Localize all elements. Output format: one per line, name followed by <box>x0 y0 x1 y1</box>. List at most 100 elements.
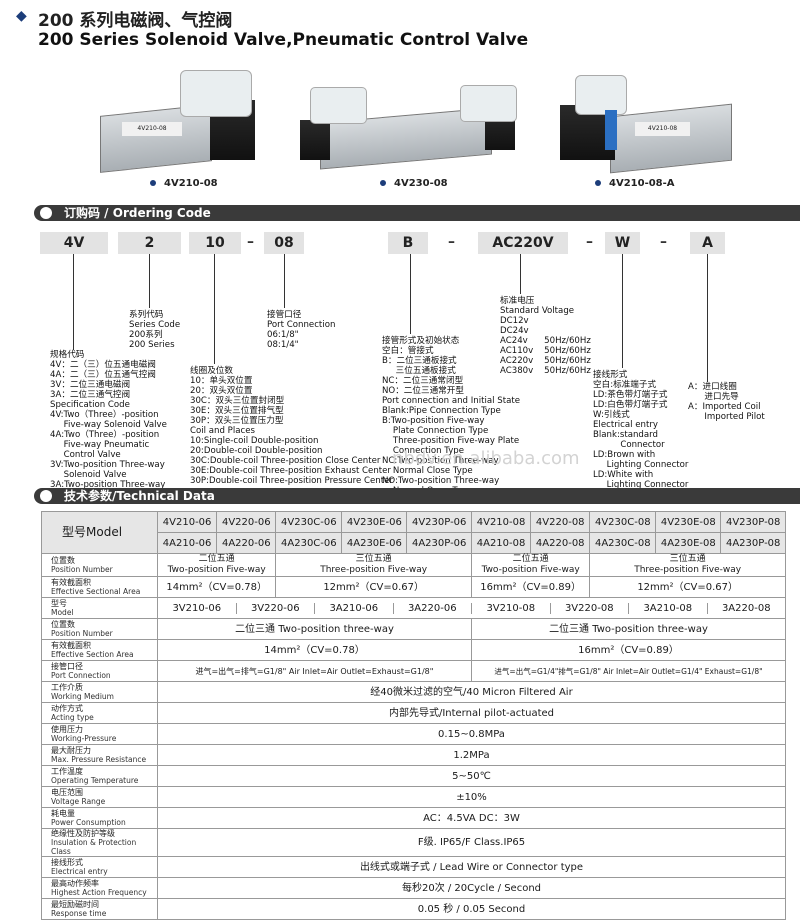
table-cell: 0.15~0.8MPa <box>157 723 786 745</box>
product-image-4v210-08: 4V210-08 <box>100 70 260 175</box>
code-box-coil: 10 <box>189 232 241 254</box>
code-box-wire: W <box>605 232 640 254</box>
table-cell: 4V230P-06 <box>406 511 472 533</box>
page-title-cn: 200 系列电磁阀、气控阀 <box>38 11 233 31</box>
table-cell: 14mm²（CV=0.78） <box>157 639 472 661</box>
table-cell: 4A230P-08 <box>720 532 786 554</box>
table-cell: 出线式或端子式 / Lead Wire or Connector type <box>157 856 786 878</box>
table-cell: 4A230P-06 <box>406 532 472 554</box>
table-cell: 二位三通 Two-position three-way <box>470 618 787 640</box>
model-3way-cell: 3A220-06 <box>394 602 472 614</box>
table-cell: 4V230E-06 <box>341 511 408 533</box>
table-cell: 16mm²（CV=0.89） <box>470 639 787 661</box>
code-box-pipe: B <box>388 232 428 254</box>
table-cell: 14mm²（CV=0.78） <box>156 576 277 598</box>
table-cell: 0.05 秒 / 0.05 Second <box>157 898 786 920</box>
ordering-code-header: 订购码 / Ordering Code <box>34 205 800 221</box>
note-specification-code: 规格代码 4V：二（三）位五通电磁阀 4A：二（三）位五通气控阀 3V：二位三通… <box>50 350 169 500</box>
product-caption-2: 4V230-08 <box>380 178 448 189</box>
section-bullet-icon <box>40 490 52 502</box>
table-cell: 每秒20次 / 20Cycle / Second <box>157 877 786 899</box>
model-3way-cell: 3V220-06 <box>237 602 315 614</box>
table-cell: 5~50℃ <box>157 765 786 787</box>
table-cell: 4V220-06 <box>216 511 277 533</box>
table-cell: AC：4.5VA DC：3W <box>157 807 786 829</box>
note-coil-places: 线圈及位数 10：单头双位置 20：双头双位置 30C：双头三位置封闭型 30E… <box>190 366 393 486</box>
connector-line <box>410 254 411 334</box>
connector-line <box>284 254 285 308</box>
table-cell: 进气=出气=G1/4"排气=G1/8" Air Inlet=Air Outlet… <box>470 660 787 682</box>
diamond-bullet-icon: ◆ <box>16 8 27 24</box>
table-cell: 3V210-06 3V220-06 3A210-06 3A220-06 3V21… <box>157 597 786 619</box>
model-3way-cell: 3V220-08 <box>551 602 629 614</box>
table-cell: 进气=出气=排气=G1/8" Air Inlet=Air Outlet=Exha… <box>157 660 472 682</box>
table-cell: 4V210-06 <box>156 511 218 533</box>
code-dash: – <box>660 234 667 250</box>
model-3way-cell: 3A210-08 <box>629 602 708 614</box>
product-image-4v210-08-a: 4V210-08 <box>560 70 740 175</box>
model-3way-cell: 3A210-06 <box>315 602 394 614</box>
table-cell: 4V210-08 <box>470 511 532 533</box>
connector-line <box>149 254 150 308</box>
model-3way-cell: 3V210-08 <box>472 602 551 614</box>
model-3way-cell: 3A220-08 <box>721 602 771 614</box>
connector-line <box>73 254 74 350</box>
technical-data-header: 技术参数/Technical Data <box>34 488 800 504</box>
table-cell: 16mm²（CV=0.89） <box>470 576 591 598</box>
technical-data-table: 型号Model 4V210-06 4V220-06 4V230C-06 4V23… <box>41 511 787 920</box>
connector-line <box>214 254 215 364</box>
table-cell: 4V220-08 <box>530 511 591 533</box>
note-electrical-entry: 接线形式 空白:标准端子式 LD:茶色带灯端子式 LD:白色带灯端子式 W:引线… <box>593 370 689 500</box>
note-standard-voltage: 标准电压 Standard Voltage DC12v DC24v AC24v … <box>500 296 591 376</box>
code-dash: – <box>247 234 254 250</box>
table-cell: 4A220-06 <box>216 532 277 554</box>
table-row: 型号Model 4V210-06 4V220-06 4V230C-06 4V23… <box>41 511 786 554</box>
connector-line <box>707 254 708 382</box>
code-dash: – <box>448 234 455 250</box>
table-cell: 12mm²（CV=0.67） <box>589 576 786 598</box>
table-cell: 4V230P-08 <box>720 511 786 533</box>
code-box-voltage: AC220V <box>478 232 568 254</box>
table-cell: 4A230E-06 <box>341 532 408 554</box>
connector-line <box>520 254 521 294</box>
table-cell: 4V230C-08 <box>589 511 657 533</box>
table-row: 4A210-06 4A220-06 4A230C-06 4A230E-06 4A… <box>42 532 786 554</box>
product-caption-3: 4V210-08-A <box>595 178 675 189</box>
table-cell: F级. IP65/F Class.IP65 <box>157 828 786 857</box>
connector-line <box>622 254 623 368</box>
table-cell: 4V230E-08 <box>655 511 722 533</box>
model-3way-cell: 3V210-06 <box>158 602 237 614</box>
model-header-cell: 型号Model <box>41 511 158 554</box>
code-box-pilot: A <box>690 232 725 254</box>
table-cell: 4A210-06 <box>156 532 218 554</box>
